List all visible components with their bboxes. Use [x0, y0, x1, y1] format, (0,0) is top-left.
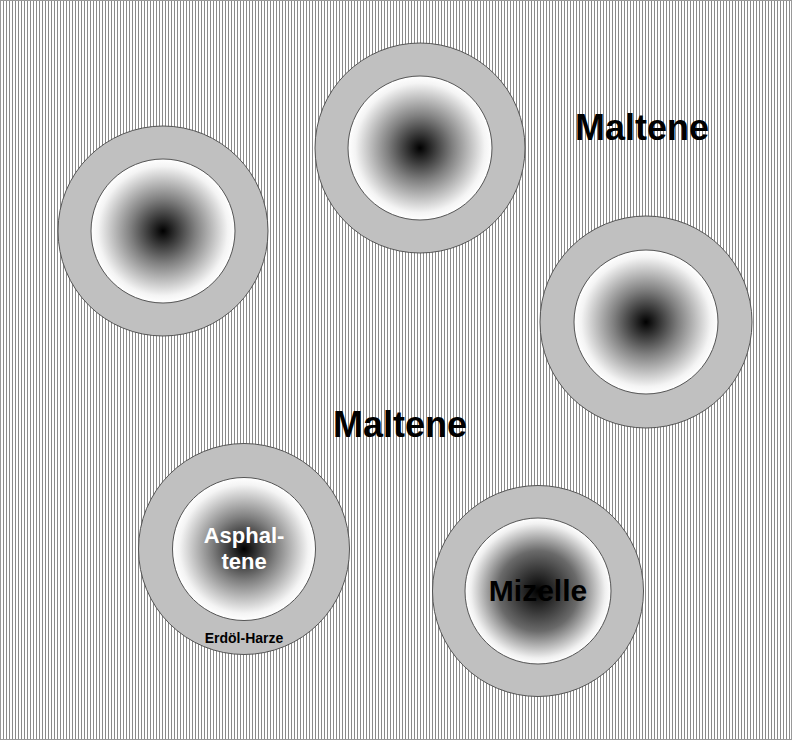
micelle	[315, 43, 525, 253]
shell-label: Erdöl-Harze	[205, 630, 284, 647]
core-label: Asphal- tene	[196, 523, 292, 575]
resin-shell: Erdöl-Harze Asphal- tene	[138, 443, 350, 655]
matrix-label: Maltene	[333, 405, 467, 445]
micelle	[58, 126, 268, 336]
micelle: Mizelle	[432, 485, 644, 697]
matrix-label: Maltene	[575, 108, 709, 148]
micelle-label: Mizelle	[489, 573, 587, 608]
asphaltene-core: Asphal- tene	[172, 477, 316, 621]
micelle	[540, 216, 752, 428]
